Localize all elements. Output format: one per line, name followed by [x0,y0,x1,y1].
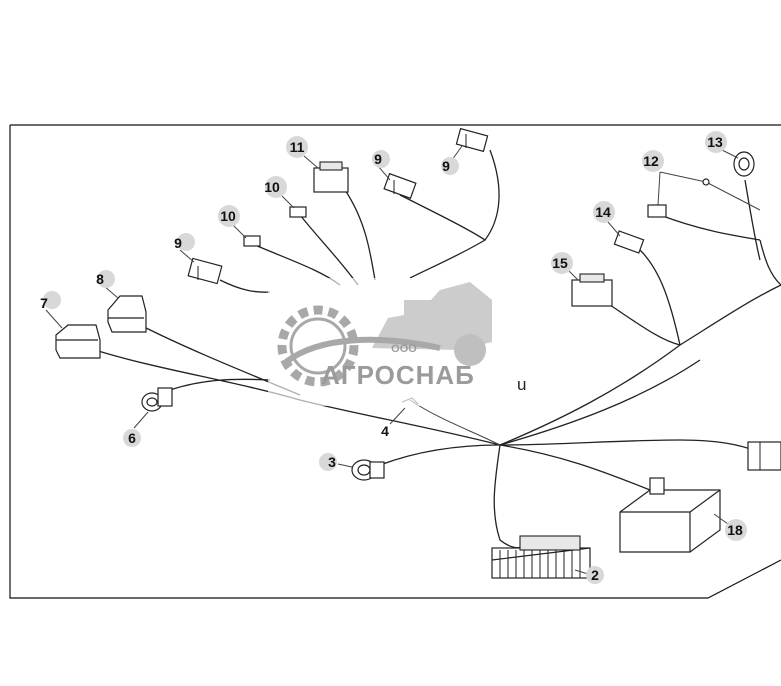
callout-12: 12 [642,150,664,172]
callout-14-label: 14 [595,204,611,220]
connector-18 [619,477,721,553]
callout-2: 2 [574,566,604,584]
connector-right-edge [747,441,781,471]
callout-9-mid-label: 9 [374,151,382,167]
connector-11 [313,161,349,193]
connector-10-left [243,235,261,247]
callout-8: 8 [96,270,119,299]
connector-7 [55,324,101,359]
callout-4-label: 4 [381,423,389,439]
callout-15-label: 15 [552,255,568,271]
connector-9-top [455,127,489,153]
watermark-prefix: ООО [391,343,417,355]
callout-9-mid: 9 [372,150,391,181]
callout-9-left: 9 [174,233,195,263]
callout-7: 7 [40,291,63,329]
callout-10-left-label: 10 [220,208,236,224]
connector-12 [647,178,710,218]
callout-2-label: 2 [591,567,599,583]
callout-8-label: 8 [96,271,104,287]
connector-9-mid [383,172,417,200]
callout-3: 3 [319,453,353,471]
callout-4: 4 [381,407,406,439]
watermark: ООО АГРОСНАБ [268,278,512,406]
callout-3-label: 3 [328,454,336,470]
watermark-name: АГРОСНАБ [321,360,475,390]
callout-10-left: 10 [218,205,247,239]
connector-14 [613,230,645,254]
connector-8 [107,295,147,333]
callout-6-label: 6 [128,430,136,446]
callout-6: 6 [123,411,149,447]
callout-9-top: 9 [441,145,463,175]
callout-7-label: 7 [40,295,48,311]
connector-9-left [187,257,223,285]
callout-10-right-label: 10 [264,179,280,195]
callout-13-label: 13 [707,134,723,150]
callout-14: 14 [593,201,621,237]
callout-11: 11 [286,136,319,169]
connector-3 [351,459,385,481]
callout-9-left-label: 9 [174,235,182,251]
callout-9-top-label: 9 [442,158,450,174]
watermark-harvester-icon [372,282,492,366]
diagram-frame [9,124,781,599]
callout-10-right: 10 [264,176,295,209]
harness-wires [94,149,781,549]
stray-label: u [517,375,526,394]
callout-12-label: 12 [643,153,659,169]
connector-10-right [289,206,307,218]
connector-15 [571,273,613,307]
callout-18: 18 [713,513,747,541]
connector-6 [141,387,173,412]
callout-18-label: 18 [727,522,743,538]
connector-2 [491,535,591,579]
connector-13 [733,151,755,177]
callout-15: 15 [551,252,579,281]
callout-13: 13 [705,131,739,159]
callout-11-label: 11 [290,139,305,155]
